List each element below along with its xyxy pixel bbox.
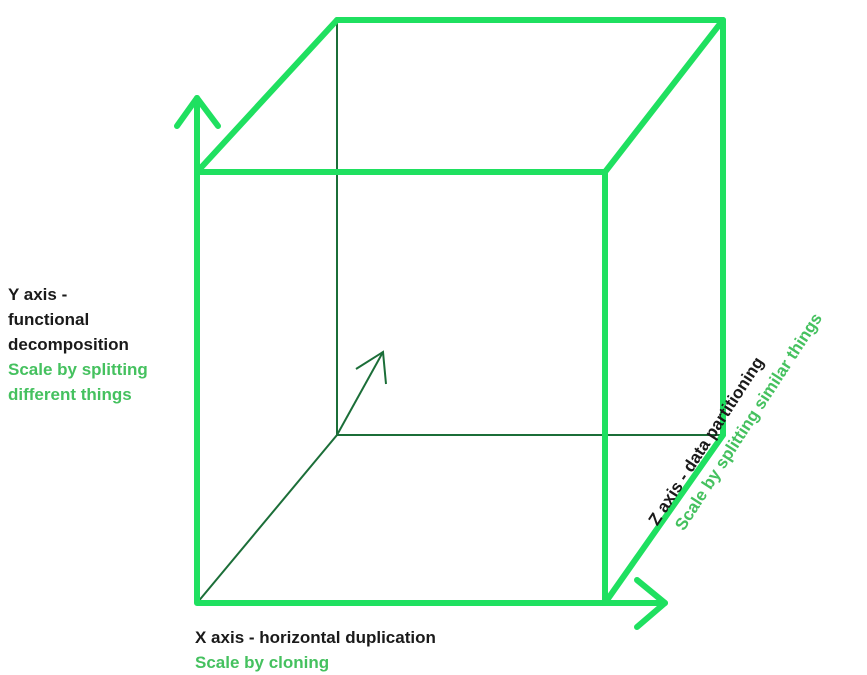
x-axis-subtitle: Scale by cloning <box>195 653 330 672</box>
z-axis-arrowhead <box>355 350 387 385</box>
y-axis-title-line: decomposition <box>8 335 129 354</box>
x-axis-arrowhead <box>634 577 668 630</box>
cube-bottom-left-diagonal <box>196 434 338 604</box>
y-axis-subtitle-line: different things <box>8 385 132 404</box>
z-axis-arrow <box>336 351 384 436</box>
y-axis-title-line: functional <box>8 310 90 329</box>
x-axis-label: X axis - horizontal duplication Scale by… <box>195 625 436 675</box>
cube-bottom-right-diagonal <box>602 432 726 606</box>
cube-front-face <box>194 169 608 606</box>
y-axis-arrowhead <box>174 95 221 129</box>
cube-top-right-diagonal <box>602 17 726 175</box>
y-axis-label: Y axis - functional decomposition Scale … <box>8 282 148 407</box>
y-axis-title-line: Y axis - <box>8 285 68 304</box>
y-axis-subtitle-line: Scale by splitting <box>8 360 148 379</box>
x-axis-title: X axis - horizontal duplication <box>195 628 436 647</box>
cube-top-left-diagonal <box>194 17 340 175</box>
